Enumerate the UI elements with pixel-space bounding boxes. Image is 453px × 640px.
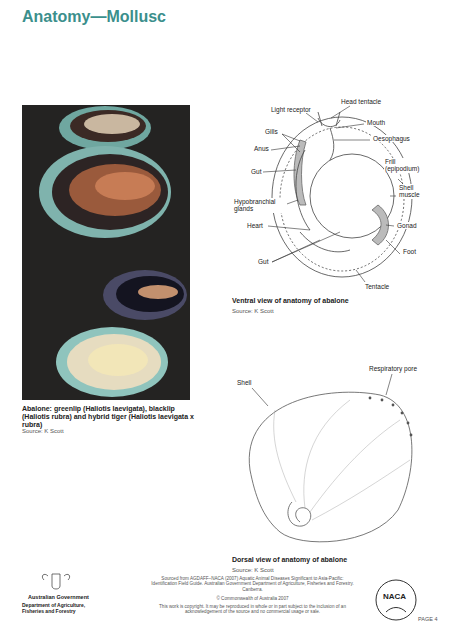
part-label: Shell muscle — [398, 184, 434, 199]
part-label: Foot — [402, 248, 417, 255]
part-label: Hypobranchial glands — [233, 198, 287, 213]
footer-note: © Commonwealth of Australia 2007 — [150, 596, 355, 601]
figure-caption: Ventral view of anatomy of abalone — [232, 297, 349, 305]
part-label: Gut — [257, 258, 269, 265]
part-label: Shell — [236, 379, 252, 386]
part-label: Gills — [264, 128, 279, 135]
ventral-anatomy — [272, 112, 412, 277]
agency-name: Australian Government — [28, 594, 89, 600]
figure-caption: Abalone: greenlip (Haliotis laevigata), … — [22, 405, 194, 429]
part-label: Gut — [250, 168, 262, 175]
page-title: Anatomy—Mollusc — [22, 8, 166, 26]
part-label: Frill (epipodium) — [384, 158, 428, 173]
part-label: Head tentacle — [340, 98, 382, 105]
leader-lines — [252, 374, 392, 406]
agency-name: Department of Agriculture, Fisheries and… — [22, 603, 92, 615]
logo-text: NACA — [383, 592, 406, 601]
part-label: Heart — [246, 222, 264, 229]
leader-lines — [263, 106, 405, 282]
government-crest — [42, 574, 69, 589]
dorsal-shell — [249, 392, 412, 542]
source-note: Source: K Scott — [232, 567, 274, 574]
footer-note: Sourced from AGDAFF–NACA (2007) Aquatic … — [150, 576, 355, 592]
part-label: Mouth — [366, 119, 386, 126]
figure-caption: Dorsal view of anatomy of abalone — [232, 556, 347, 564]
part-label: Anus — [253, 145, 270, 152]
naca-logo — [376, 580, 416, 620]
source-note: Source: K Scott — [232, 308, 274, 315]
part-label: Tentacle — [364, 283, 390, 290]
abalone-photo — [22, 105, 190, 400]
part-label: Light receptor — [270, 106, 312, 113]
part-label: Respiratory pore — [368, 365, 418, 372]
part-label: Oesophagus — [372, 135, 411, 142]
source-note: Source: K Scott — [22, 428, 64, 435]
page-number: PAGE 4 — [418, 616, 437, 622]
footer-note: This work is copyright. It may be reprod… — [150, 604, 355, 615]
part-label: Gonad — [396, 222, 418, 229]
